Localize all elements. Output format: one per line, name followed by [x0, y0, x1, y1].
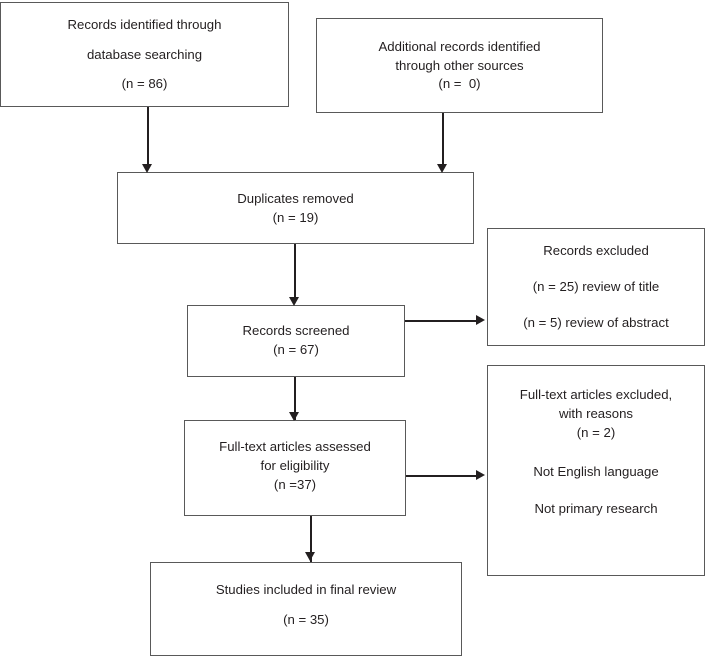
- studies-included-final-review-box: Studies included in final review (n = 35…: [150, 562, 462, 656]
- box-line: (n = 35): [283, 611, 329, 627]
- box-line: (n =37): [273, 476, 317, 492]
- box-line: (n = 19): [272, 209, 319, 225]
- box-line: Records screened: [242, 323, 350, 338]
- box-line: Full-text articles excluded,: [519, 387, 673, 402]
- full-text-articles-assessed-box: Full-text articles assessed for eligibil…: [184, 420, 406, 516]
- arrowhead-fulltext-to-excluded: [476, 470, 485, 480]
- box-line: Studies included in final review: [215, 582, 397, 597]
- connector-fulltext-to-included: [310, 515, 312, 562]
- connector-screened-to-excluded: [404, 320, 476, 322]
- box-line: through other sources: [395, 57, 524, 73]
- additional-records-other-sources-box: Additional records identified through ot…: [316, 18, 603, 113]
- box-line: (n = 86): [121, 76, 168, 92]
- box-line: Not English language: [533, 463, 659, 479]
- connector-other-sources-to-duplicates: [442, 113, 444, 166]
- box-line: (n = 25) review of title: [532, 279, 660, 295]
- connector-database-to-duplicates: [147, 106, 149, 166]
- records-excluded-box: Records excluded (n = 25) review of titl…: [487, 228, 705, 346]
- records-identified-database-searching-box: Records identified through database sear…: [0, 2, 289, 107]
- box-line: (n = 67): [273, 341, 319, 357]
- box-line: Not primary research: [534, 501, 658, 517]
- connector-duplicates-to-screened: [294, 243, 296, 300]
- arrowhead-database-to-duplicates: [142, 164, 152, 173]
- box-line: with reasons: [558, 405, 634, 421]
- box-line: Records excluded: [543, 243, 649, 259]
- records-screened-box: Records screened (n = 67): [187, 305, 405, 377]
- arrowhead-screened-to-fulltext: [289, 412, 299, 421]
- box-line: (n = 2): [576, 424, 616, 440]
- box-line: for eligibility: [260, 457, 330, 473]
- box-line: (n = 5) review of abstract: [523, 314, 669, 330]
- arrowhead-fulltext-to-included: [305, 552, 315, 561]
- connector-fulltext-to-excluded: [406, 475, 476, 477]
- arrowhead-screened-to-excluded: [476, 315, 485, 325]
- box-line: database searching: [86, 46, 203, 62]
- box-line: (n = 0): [438, 76, 481, 92]
- duplicates-removed-box: Duplicates removed (n = 19): [117, 172, 474, 244]
- box-line: Full-text articles assessed: [219, 439, 371, 454]
- box-line: Duplicates removed: [237, 191, 354, 206]
- connector-screened-to-fulltext: [294, 376, 296, 420]
- box-line: Additional records identified: [378, 38, 541, 54]
- full-text-articles-excluded-box: Full-text articles excluded, with reason…: [487, 365, 705, 576]
- arrowhead-other-sources-to-duplicates: [437, 164, 447, 173]
- box-line: Records identified through: [67, 16, 222, 32]
- arrowhead-duplicates-to-screened: [289, 297, 299, 306]
